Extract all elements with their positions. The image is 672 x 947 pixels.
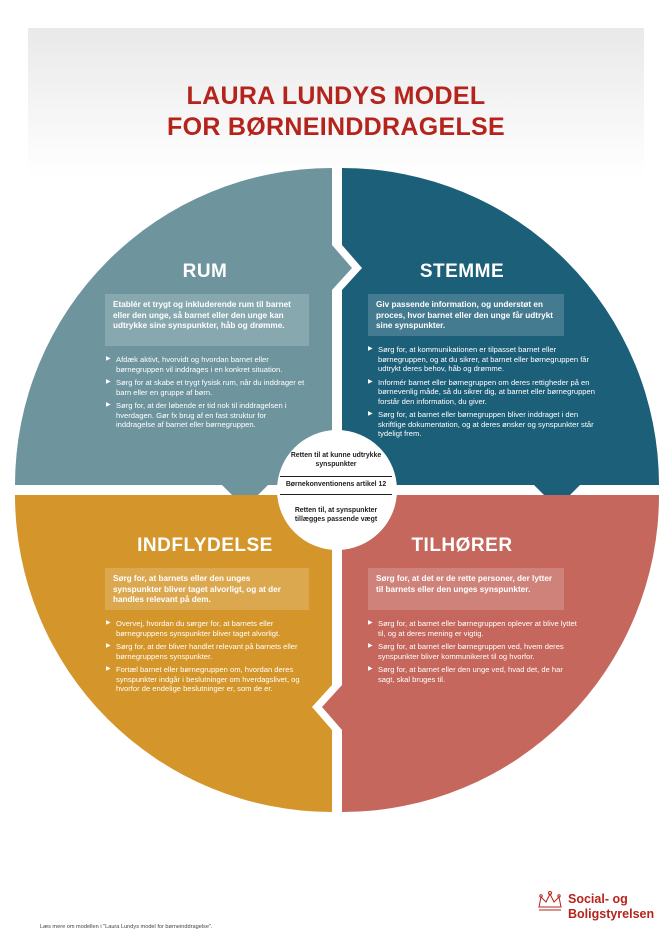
indflydelse-bullet-3: Fortæl barnet eller børnegruppen om, hvo…: [106, 665, 306, 694]
indflydelse-heading: INDFLYDELSE: [137, 535, 273, 556]
stemme-intro: Giv passende information, og understøt e…: [368, 294, 564, 336]
indflydelse-bullet-1: Overvej, hvordan du sørger for, at barne…: [106, 619, 306, 638]
tilhorer-heading: TILHØRER: [411, 535, 513, 556]
footer-note: Læs mere om modellen i "Laura Lundys mod…: [40, 924, 213, 930]
stemme-heading: STEMME: [419, 261, 505, 282]
title-line-2: FOR BØRNEINDDRAGELSE: [167, 113, 505, 141]
indflydelse-intro: Sørg for, at barnets eller den unges syn…: [105, 568, 309, 610]
tilhorer-bullet-2: Sørg for, at barnet eller børnegruppen v…: [368, 642, 578, 661]
center-top-text: Retten til at kunne udtrykke synspunkter: [290, 452, 382, 468]
tilhorer-intro: Sørg for, at det er de rette personer, d…: [368, 568, 564, 610]
rum-bullet-1: Afdæk aktivt, hvorvidt og hvordan barnet…: [106, 355, 306, 374]
rum-bullet-2: Sørg for at skabe et trygt fysisk rum, n…: [106, 378, 306, 397]
rum-bullets: Afdæk aktivt, hvorvidt og hvordan barnet…: [106, 355, 306, 434]
rum-intro: Etablér et trygt og inkluderende rum til…: [105, 294, 309, 346]
title-line-1: LAURA LUNDYS MODEL: [186, 82, 486, 110]
tilhorer-bullets: Sørg for, at barnet eller børnegruppen o…: [368, 619, 578, 688]
indflydelse-bullets: Overvej, hvordan du sørger for, at barne…: [106, 619, 306, 698]
stemme-bullet-1: Sørg for, at kommunikationen er tilpasse…: [368, 345, 604, 374]
agency-logo: Social- og Boligstyrelsen: [568, 892, 654, 922]
logo-line-1: Social- og: [568, 892, 628, 906]
tilhorer-bullet-1: Sørg for, at barnet eller børnegruppen o…: [368, 619, 578, 638]
center-divider-top: [280, 476, 392, 477]
crown-icon: [538, 891, 562, 911]
center-middle-text: Børnekonventionens artikel 12: [285, 481, 387, 488]
rum-heading: RUM: [182, 261, 228, 282]
center-circle: [277, 430, 397, 550]
logo-line-2: Boligstyrelsen: [568, 907, 655, 921]
stemme-bullet-2: Informér barnet eller børnegruppen om de…: [368, 378, 604, 407]
indflydelse-bullet-2: Sørg for, at der bliver handlet relevant…: [106, 642, 306, 661]
tilhorer-bullet-3: Sørg for, at barnet eller den unge ved, …: [368, 665, 578, 684]
rum-bullet-3: Sørg for, at der løbende er tid nok til …: [106, 401, 306, 430]
center-divider-bottom: [280, 494, 392, 495]
title-background: [28, 28, 644, 178]
center-bottom-text: Retten til, at synspunkter tillægges pas…: [294, 507, 378, 523]
stemme-bullets: Sørg for, at kommunikationen er tilpasse…: [368, 345, 604, 443]
stemme-bullet-3: Sørg for, at barnet eller børnegruppen b…: [368, 410, 604, 439]
